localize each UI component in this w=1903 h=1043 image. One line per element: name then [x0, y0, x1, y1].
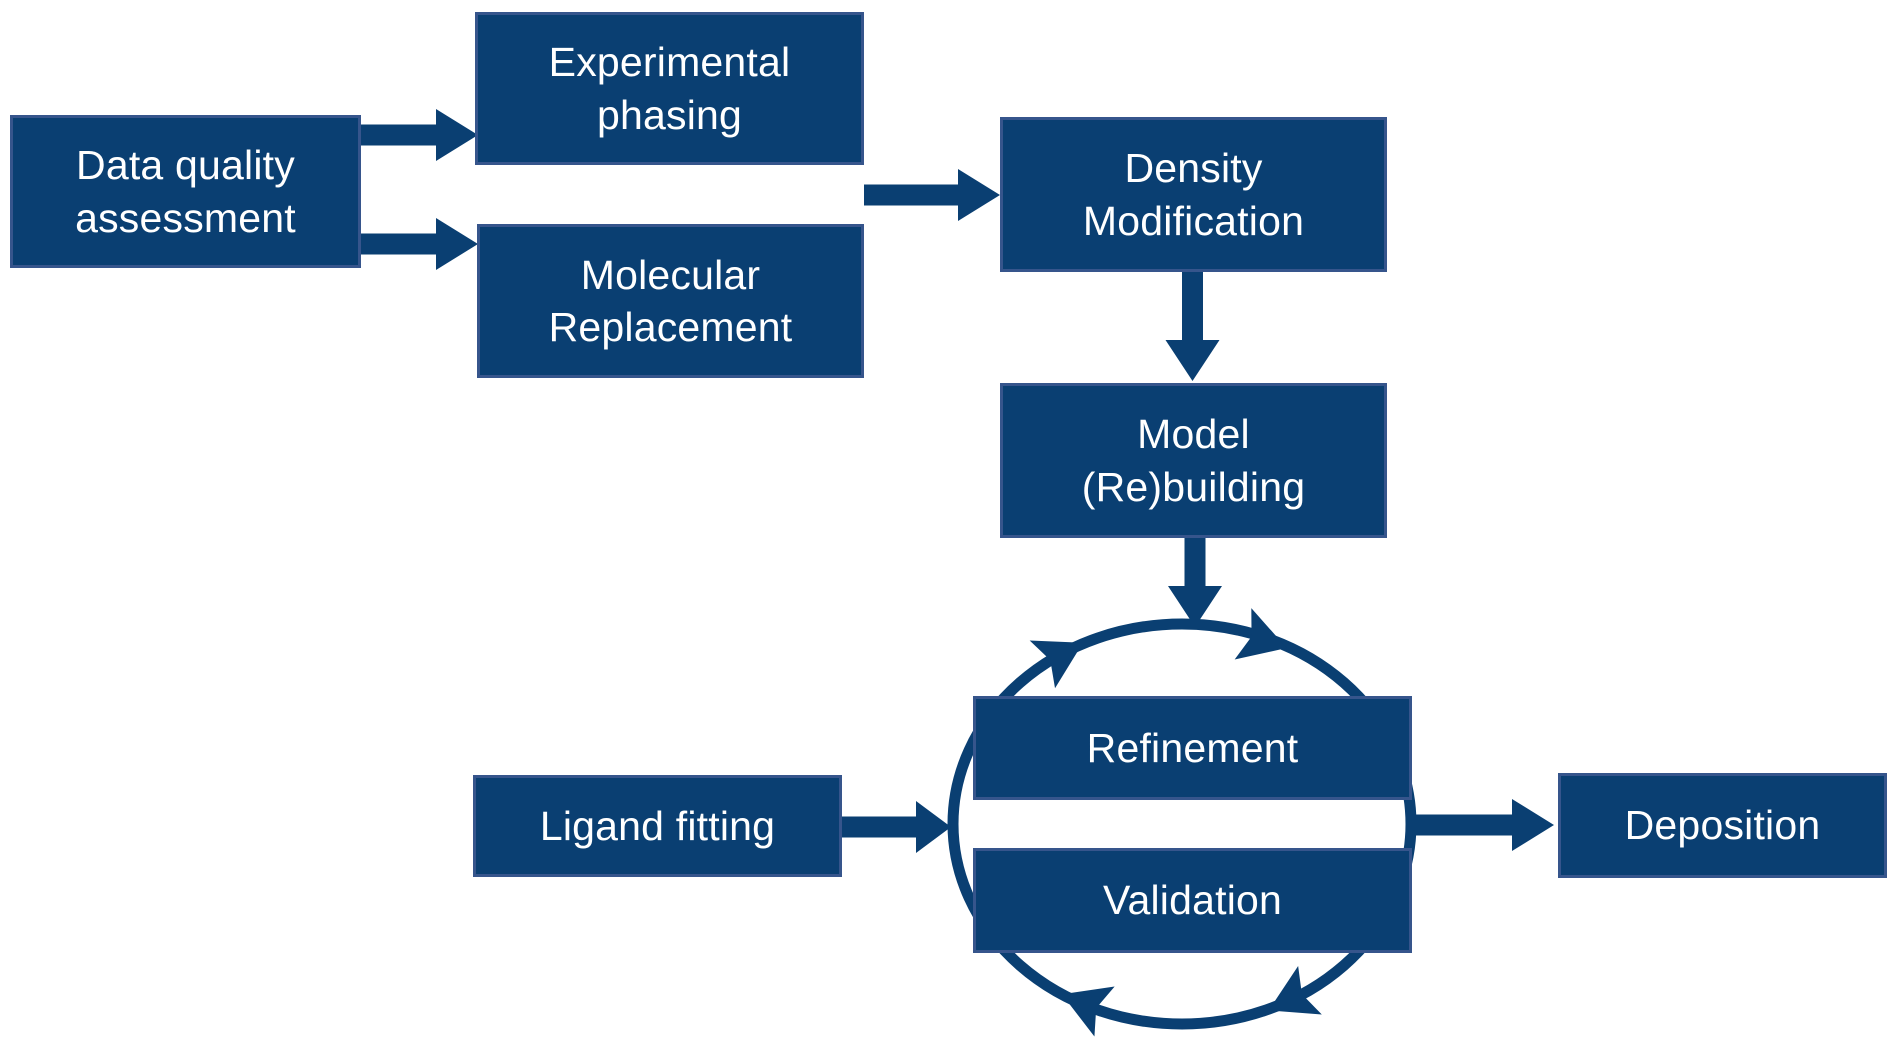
node-label: Ligand fitting — [539, 802, 776, 849]
node-deposition: Deposition — [1558, 773, 1887, 878]
node-molecular-replacement: Molecular Replacement — [477, 224, 864, 378]
node-label: Refinement — [1086, 724, 1299, 771]
node-label: Model (Re)building — [1081, 411, 1306, 510]
node-experimental-phasing: Experimental phasing — [475, 12, 864, 165]
arrow-ligandfitting-to-cycle — [842, 801, 951, 853]
refinement-validation-cycle-ring — [947, 618, 1417, 1030]
node-label: Experimental phasing — [548, 39, 791, 138]
cycle-arrowhead-top-left — [1029, 640, 1083, 689]
node-refinement: Refinement — [973, 696, 1412, 800]
arrow-cycle-to-deposition — [1412, 799, 1554, 851]
node-validation: Validation — [973, 848, 1412, 953]
arrow-dataquality-to-molecularreplacement — [361, 218, 478, 270]
cycle-arrowhead-bottom-left — [1061, 986, 1115, 1037]
node-label: Density Modification — [1082, 145, 1305, 244]
node-model-rebuilding: Model (Re)building — [1000, 383, 1387, 538]
node-data-quality-assessment: Data quality assessment — [10, 115, 361, 268]
node-density-modification: Density Modification — [1000, 117, 1387, 272]
arrow-densitymodification-to-modelrebuilding — [1165, 272, 1220, 381]
cycle-arrowhead-top-right — [1234, 608, 1287, 660]
node-label: Molecular Replacement — [548, 251, 793, 350]
node-label: Data quality assessment — [75, 142, 296, 241]
node-label: Validation — [1102, 877, 1283, 924]
node-ligand-fitting: Ligand fitting — [473, 775, 842, 877]
arrow-phasing-to-densitymodification — [864, 169, 1000, 221]
arrow-modelrebuilding-to-cycle — [1168, 538, 1222, 627]
cycle-arrowhead-bottom-right — [1268, 965, 1322, 1015]
node-label: Deposition — [1624, 802, 1821, 849]
arrow-dataquality-to-experimentalphasing — [361, 109, 478, 161]
